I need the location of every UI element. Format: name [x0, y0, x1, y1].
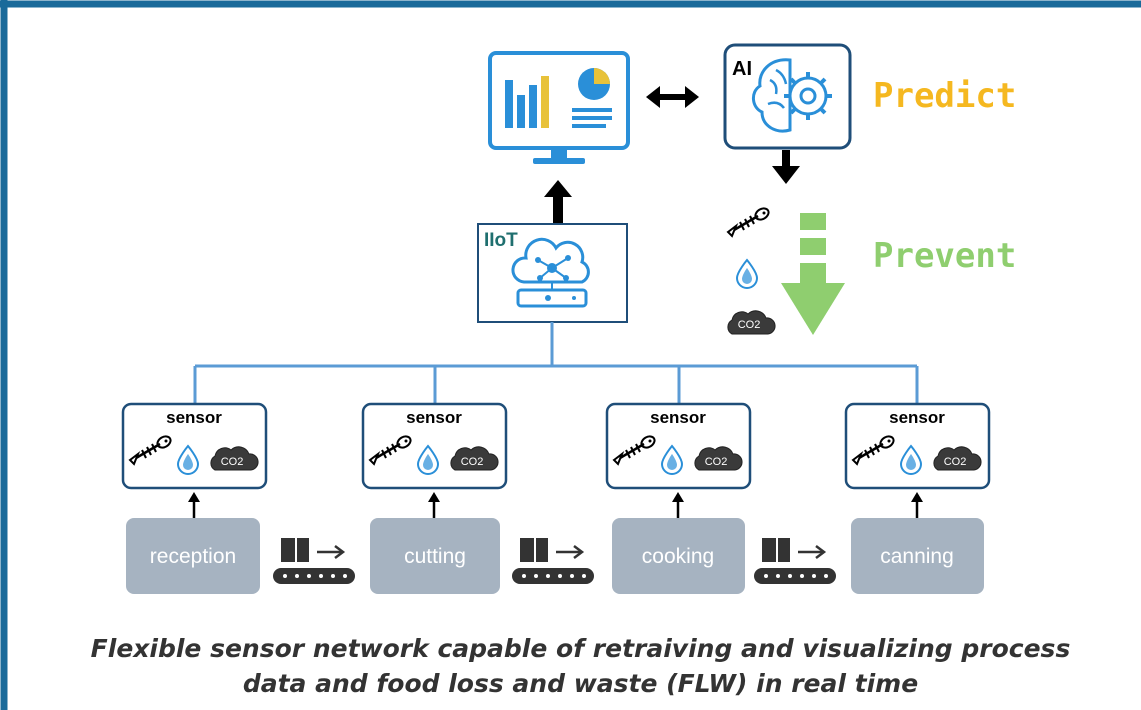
bidirectional-arrow-icon: [646, 86, 699, 108]
predict-label: Predict: [873, 76, 1016, 116]
step-box-cooking: [612, 518, 745, 594]
iiot-cloud-server-icon: [511, 237, 590, 308]
co2-label: CO2: [705, 456, 728, 468]
caption-line-1: Flexible sensor network capable of retra…: [90, 634, 1071, 663]
dashboard-monitor-icon: [488, 51, 630, 164]
prevent-co2-label: CO2: [738, 319, 761, 331]
step-box-canning: [851, 518, 984, 594]
sensor-node: sensor CO2: [844, 402, 991, 490]
step-to-sensor-arrows: [188, 492, 923, 518]
ai-label: AI: [732, 58, 752, 80]
sensor-label: sensor: [166, 408, 222, 427]
iiot-label: IIoT: [484, 230, 518, 251]
ai-down-arrow-icon: [772, 150, 800, 184]
step-box-cutting: [370, 518, 500, 594]
prevent-fish-bone-icon: [726, 204, 772, 238]
prevent-down-arrow-icon: [781, 213, 845, 335]
prevent-label: Prevent: [873, 236, 1016, 276]
ai-brain-icon: [723, 43, 852, 150]
co2-label: CO2: [221, 456, 244, 468]
prevent-water-drop-icon: [736, 259, 758, 289]
sensor-network-connectors: [193, 322, 919, 404]
sensor-label: sensor: [650, 408, 706, 427]
step-label-canning: canning: [880, 545, 954, 568]
conveyor-belt-icon: [271, 536, 357, 586]
co2-label: CO2: [461, 456, 484, 468]
step-box-reception: [126, 518, 260, 594]
step-label-cooking: cooking: [642, 545, 714, 568]
step-label-cutting: cutting: [404, 545, 466, 568]
sensor-label: sensor: [889, 408, 945, 427]
iiot-up-arrow-icon: [544, 180, 572, 223]
co2-label: CO2: [944, 456, 967, 468]
conveyor-belt-icon: [510, 536, 596, 586]
sensor-node: sensor CO2: [121, 402, 268, 490]
sensor-node: sensor CO2: [361, 402, 508, 490]
conveyor-belt-icon: [752, 536, 838, 586]
sensor-label: sensor: [406, 408, 462, 427]
sensor-node: sensor CO2: [605, 402, 752, 490]
caption-line-2: data and food loss and waste (FLW) in re…: [242, 669, 919, 698]
step-label-reception: reception: [150, 545, 236, 568]
